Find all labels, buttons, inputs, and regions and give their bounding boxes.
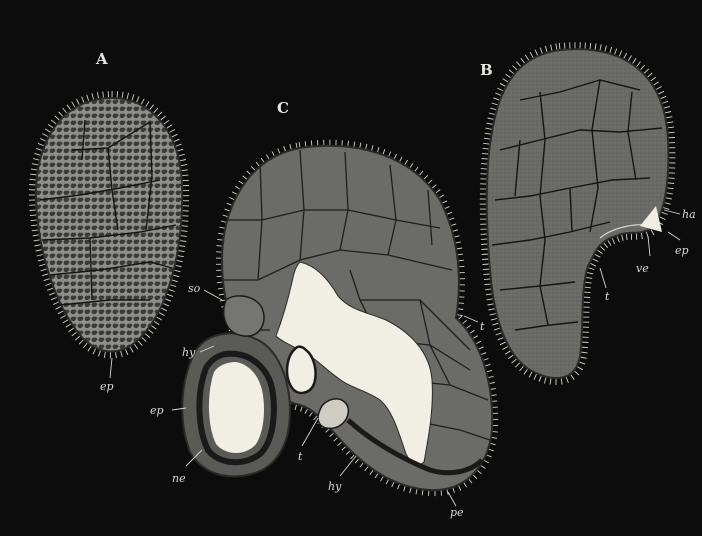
svg-text:ep: ep xyxy=(150,404,164,417)
cilium xyxy=(583,292,590,293)
svg-text:ve: ve xyxy=(636,262,649,275)
cilium xyxy=(482,254,489,255)
panel-c-letter: C xyxy=(277,99,289,117)
cilium xyxy=(483,274,490,275)
svg-text:so: so xyxy=(188,282,201,295)
cilium xyxy=(668,132,675,133)
cilium xyxy=(565,43,566,50)
svg-text:t: t xyxy=(480,320,485,333)
svg-text:ep: ep xyxy=(675,244,689,257)
panel-a-letter: A xyxy=(95,50,108,68)
svg-text:t: t xyxy=(298,450,303,463)
cilium xyxy=(117,91,118,98)
svg-text:pe: pe xyxy=(450,506,464,519)
cilium xyxy=(481,164,488,165)
svg-text:ne: ne xyxy=(172,472,186,485)
cilium xyxy=(482,259,489,260)
cilium xyxy=(181,226,188,227)
panel-c-neural-cavity xyxy=(209,362,264,453)
cilium xyxy=(30,210,37,211)
cilium xyxy=(181,175,188,176)
cilium xyxy=(181,221,188,222)
svg-text:ha: ha xyxy=(682,208,696,221)
cilium xyxy=(482,159,489,160)
svg-text:hy: hy xyxy=(182,346,196,359)
cilium xyxy=(581,342,588,343)
panel-c-somite xyxy=(224,296,264,336)
cilium xyxy=(483,264,490,265)
cilium xyxy=(481,249,488,250)
svg-text:hy: hy xyxy=(328,480,342,493)
svg-text:t: t xyxy=(605,290,610,303)
panel-b-letter: B xyxy=(480,61,493,79)
svg-text:ep: ep xyxy=(100,380,114,393)
cilium xyxy=(483,269,490,270)
